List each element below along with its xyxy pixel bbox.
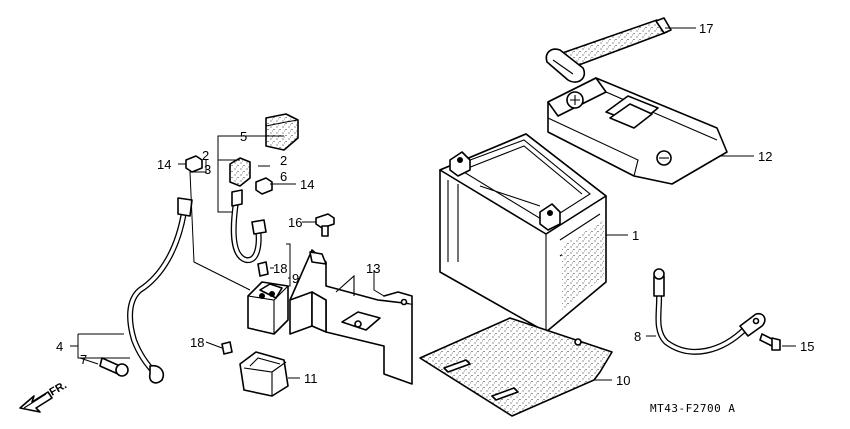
callout-2-left: 2 [202, 148, 209, 163]
callout-17: 17 [699, 21, 713, 36]
callout-9: 9 [292, 271, 299, 286]
callout-4: 4 [56, 339, 63, 354]
callout-6: 6 [280, 169, 287, 184]
battery-bracket [289, 249, 413, 385]
callout-1: 1 [632, 228, 639, 243]
callout-2-right: 2 [280, 153, 287, 168]
positive-cable-short [230, 189, 267, 264]
leader-lines [70, 27, 796, 381]
callout-10: 10 [616, 373, 630, 388]
callout-14-left: 14 [157, 157, 171, 172]
battery-pad [419, 317, 613, 417]
direction-label: FR. [48, 379, 69, 398]
main-fuse-upper [257, 261, 269, 277]
positive-cable-long [127, 197, 193, 384]
battery [439, 133, 607, 333]
callout-12: 12 [758, 149, 772, 164]
starter-relay [247, 281, 289, 335]
bolt-15 [759, 333, 781, 351]
negative-cable [653, 268, 766, 355]
main-fuse-lower [221, 341, 233, 355]
bolt-14-left [185, 155, 203, 173]
terminal-cover [265, 113, 299, 151]
terminal-cover-small [229, 157, 251, 187]
callout-18-upper: 18 [273, 261, 287, 276]
callout-13: 13 [366, 261, 380, 276]
callout-14-right: 14 [300, 177, 314, 192]
callout-16: 16 [288, 215, 302, 230]
callout-11: 11 [304, 371, 318, 386]
relay-cover [239, 351, 289, 397]
battery-cover [547, 77, 728, 185]
bolt-7 [99, 357, 129, 377]
battery-strap [545, 17, 672, 83]
bolt-14-right [255, 177, 273, 195]
callout-18-lower: 18 [190, 335, 204, 350]
front-direction-arrow-icon [19, 391, 53, 413]
callout-15: 15 [800, 339, 814, 354]
bolt-16 [315, 213, 335, 237]
callout-7: 7 [80, 352, 87, 367]
callout-3: 3 [204, 162, 211, 177]
callout-8: 8 [634, 329, 641, 344]
diagram-code: MT43-F2700 A [650, 402, 735, 415]
callout-5: 5 [240, 129, 247, 144]
